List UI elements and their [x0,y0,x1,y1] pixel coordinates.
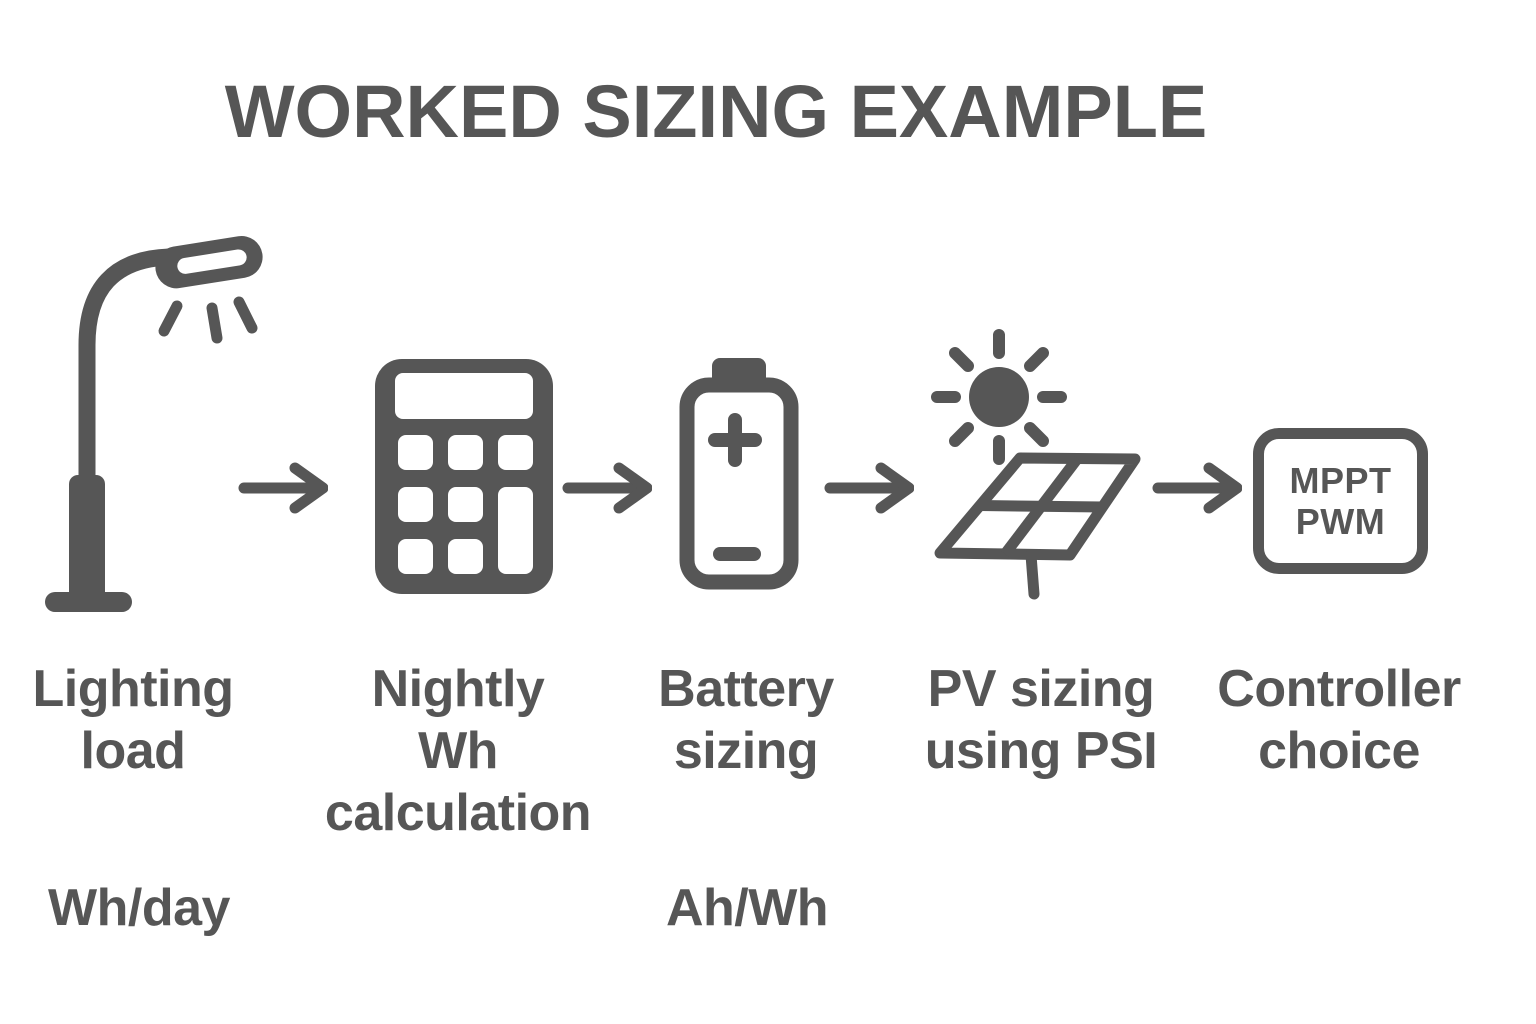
label-line: Controller [1217,660,1461,718]
calculator-display [395,373,533,419]
page-title: WORKED SIZING EXAMPLE [224,70,1208,153]
label-line: PV sizing [927,660,1155,718]
step-label-lighting-load: Lighting load [32,658,234,782]
flow-arrow-icon [562,462,652,514]
battery-plus [708,413,762,467]
label-line: Nightly [371,660,545,718]
step-label-pv-sizing: PV sizing using PSI [924,658,1158,782]
street-light-sleeve [69,475,105,602]
street-light-pole [78,248,178,611]
controller-box-icon: MPPT PWM [1253,428,1428,574]
battery-minus [713,547,761,561]
flow-arrow-icon [824,462,914,514]
sun-disc [969,367,1029,427]
step-label-controller-choice: Controller choice [1217,658,1461,782]
sun-solar-panel-icon [931,329,1141,600]
light-rays [158,296,258,344]
solar-panel-leg [1025,549,1040,600]
label-line: load [80,722,186,780]
step-label-battery-sizing: Battery sizing [658,658,834,782]
label-line: calculation [324,784,592,842]
label-line: sizing [673,722,819,780]
calculator-buttons [398,435,533,574]
label-line: Battery [658,660,834,718]
step-label-nightly-wh-calculation: Nightly Wh calculation [324,658,592,844]
unit-wh-per-day: Wh/day [48,879,230,937]
battery-icon [679,358,799,590]
flow-arrow-icon [1152,462,1242,514]
label-line: using PSI [924,722,1158,780]
controller-box-line-mppt: MPPT [1289,460,1392,501]
controller-box-line-pwm: PWM [1295,501,1386,542]
street-light-icon [45,235,263,612]
label-line: choice [1258,722,1420,780]
calculator-icon [375,359,553,594]
flow-arrow-icon [238,462,328,514]
unit-ah-per-wh: Ah/Wh [665,879,829,937]
label-line: Lighting [32,660,234,718]
street-light-head [155,235,263,289]
sun-rays [931,329,1067,465]
label-line: Wh [418,722,498,780]
street-light-base [45,592,132,612]
solar-panel-grid-lines [979,455,1103,558]
